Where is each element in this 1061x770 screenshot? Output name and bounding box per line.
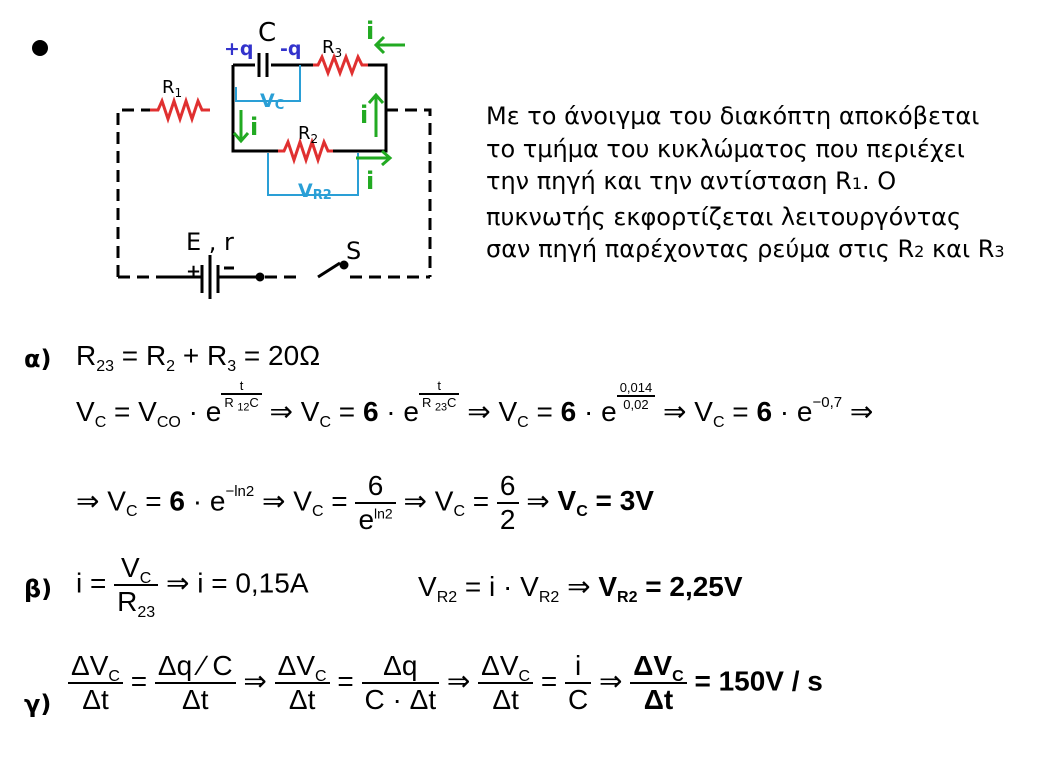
r2-resistor <box>278 137 333 165</box>
plus-q-label: +q <box>224 38 254 60</box>
current-label-right: i <box>360 101 368 129</box>
outer-right-dashed-wire <box>386 108 432 277</box>
current-arrow-bottom <box>356 149 393 167</box>
minus-q-label: -q <box>280 38 302 60</box>
current-arrows <box>232 35 405 167</box>
vc-label: VC <box>260 90 284 113</box>
r3-resistor <box>313 52 368 78</box>
description-text: Με το άνοιγμα του διακόπτη αποκόβεται το… <box>486 100 1056 269</box>
r1-label: R1 <box>162 77 182 100</box>
current-label-bottom: i <box>366 167 374 195</box>
vr2-label: VR2 <box>298 180 332 203</box>
vc-bracket <box>235 65 301 102</box>
current-arrow-top <box>373 35 405 55</box>
vr2-bracket <box>267 153 359 196</box>
current-arrow-left <box>232 110 250 144</box>
description-line-2: το τμήμα του κυκλώματος που περιέχει <box>486 134 965 163</box>
current-label-top: i <box>366 17 374 45</box>
bullet-point <box>32 40 48 56</box>
outer-left-dashed-wire <box>116 108 150 277</box>
inner-right-wire <box>333 63 388 153</box>
equation-vr2: VR2 = i · VR2 ⇒ VR2 = 2,25V <box>418 570 743 606</box>
battery-label: E , r <box>186 228 234 256</box>
vc-final-result: VC = 3V <box>557 485 654 521</box>
current-label-left: i <box>250 113 258 141</box>
battery-symbol <box>162 255 265 299</box>
r1-resistor <box>150 96 210 124</box>
switch-s <box>317 260 349 279</box>
description-line-3: την πηγή και την αντίσταση R1. Ο <box>486 167 897 195</box>
circuit-diagram: + C +q -q R3 R1 R2 VC VR2 i i i i E , r … <box>116 17 432 299</box>
description-line-1: Με το άνοιγμα του διακόπτη αποκόβεται <box>486 102 980 130</box>
r3-label: R3 <box>322 37 342 60</box>
part-beta-label: β) <box>24 575 53 603</box>
description-line-5: σαν πηγή παρέχοντας ρεύμα στις R2 και R3 <box>486 235 1005 263</box>
r2-label: R2 <box>298 123 318 146</box>
part-gamma-label: γ) <box>24 690 52 718</box>
capacitor-label: C <box>258 18 276 48</box>
description-line-4: πυκνωτής εκφορτίζεται λειτουργόντας <box>486 202 962 231</box>
battery-plus-sign: + <box>186 261 201 282</box>
current-arrow-right <box>367 92 385 137</box>
switch-label: S <box>346 237 361 265</box>
equation-r23: R23 = R2 + R3 = 20Ω <box>76 340 321 375</box>
slope-final-result: = 150V / s <box>694 665 823 697</box>
inner-left-wire <box>231 65 278 153</box>
part-alpha-label: α) <box>24 345 52 373</box>
